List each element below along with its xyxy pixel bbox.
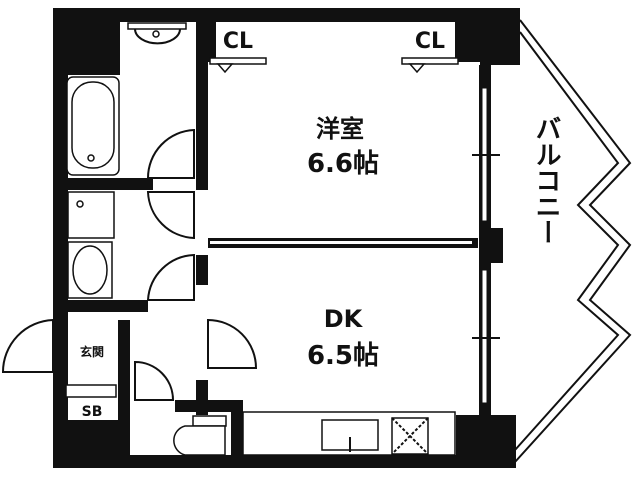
western-room-name: 洋室: [316, 115, 364, 143]
bathtub: [66, 76, 120, 176]
dk-name: DK: [324, 305, 364, 333]
shoe-box: [65, 384, 117, 398]
closet-right-label: CL: [415, 29, 445, 54]
washing-machine: [67, 191, 115, 239]
balcony-label: バルコニー: [531, 115, 561, 245]
wash-basin: [67, 241, 113, 299]
dk-size: 6.5帖: [307, 341, 379, 371]
shoe-box-label: SB: [82, 404, 103, 420]
fridge-space: [391, 417, 429, 455]
bath-sink: [127, 22, 187, 45]
entrance-label: 玄関: [80, 344, 104, 359]
windows: [472, 87, 500, 404]
western-room-size: 6.6帖: [307, 149, 379, 179]
balcony-outline: [514, 19, 632, 463]
closet-right: [401, 57, 459, 74]
closet-left-label: CL: [223, 29, 253, 54]
closet-left: [209, 57, 267, 74]
toilet: [173, 415, 227, 456]
doors[interactable]: [1, 128, 258, 401]
walls: [53, 8, 520, 468]
kitchen-sink: [321, 419, 379, 452]
